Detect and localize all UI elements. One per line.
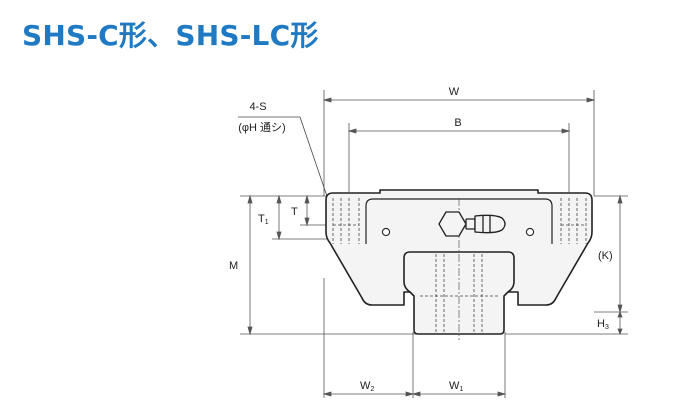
label-w1-main: W [449,380,460,392]
hidden-lines [332,198,587,334]
label-h3-main: H [597,318,605,330]
label-w1: W1 [449,380,463,393]
label-w: W [449,86,460,98]
label-t1: T1 [258,213,269,226]
grease-nipple [438,211,506,237]
label-t1-main: T [258,213,265,225]
label-m: M [229,260,238,272]
page-title: SHS-C形、SHS-LC形 [22,19,319,52]
label-b: B [454,117,461,129]
hole-leader [238,116,332,209]
dimension-lines [247,97,623,397]
side-holes [381,227,535,237]
label-t1-sub: 1 [265,219,269,226]
label-hole-note: (φH 通シ) [238,121,285,134]
label-h3-sub: 3 [605,324,609,331]
label-t: T [291,206,298,218]
label-k: (K) [598,250,613,262]
label-h3: H3 [597,318,609,331]
label-w2-main: W [360,380,371,392]
label-w1-sub: 1 [459,386,463,393]
label-4s: 4-S [249,101,266,113]
label-w2: W2 [360,380,374,393]
extension-lines [240,90,628,398]
label-w2-sub: 2 [370,386,374,393]
